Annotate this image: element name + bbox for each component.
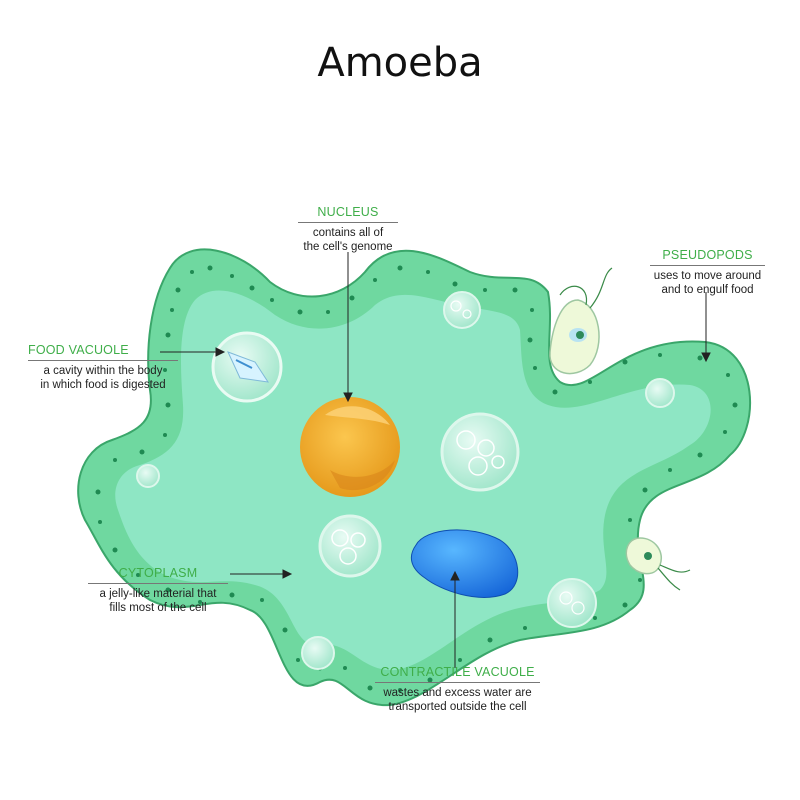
vacuole-right-edge: [645, 378, 675, 408]
label-contractile-vacuole-desc-2: transported outside the cell: [388, 701, 527, 713]
label-nucleus-heading: NUCLEUS: [298, 205, 398, 223]
label-cytoplasm-heading: CYTOPLASM: [88, 566, 228, 584]
label-food-vacuole-desc-1: a cavity within the body: [43, 365, 163, 377]
label-cytoplasm: CYTOPLASM a jelly-like material that fil…: [88, 566, 228, 615]
label-cytoplasm-desc-1: a jelly-like material that: [99, 588, 217, 600]
label-contractile-vacuole-desc-1: wastes and excess water are: [383, 687, 532, 699]
label-pseudopods-desc-1: uses to move around: [653, 270, 762, 282]
page-title: Amoeba: [317, 40, 483, 86]
prey-organism-upper: [549, 267, 613, 375]
label-nucleus: NUCLEUS contains all of the cell's genom…: [298, 205, 398, 254]
label-pseudopods: PSEUDOPODS uses to move around and to en…: [650, 248, 765, 297]
prey-organism-lower: [625, 537, 691, 591]
contractile-vacuole: [410, 529, 519, 598]
label-pseudopods-desc-2: and to engulf food: [661, 284, 754, 296]
label-food-vacuole: FOOD VACUOLE a cavity within the body in…: [28, 343, 178, 392]
label-contractile-vacuole: CONTRACTILE VACUOLE wastes and excess wa…: [375, 665, 540, 714]
label-nucleus-desc-1: contains all of: [312, 227, 384, 239]
food-vacuole: [211, 331, 283, 403]
label-contractile-vacuole-heading: CONTRACTILE VACUOLE: [375, 665, 540, 683]
vacuole-lower-left: [318, 514, 382, 578]
label-pseudopods-heading: PSEUDOPODS: [650, 248, 765, 266]
label-food-vacuole-heading: FOOD VACUOLE: [28, 343, 178, 361]
vacuole-bottom-left: [301, 636, 335, 670]
nucleus: [300, 397, 400, 497]
label-cytoplasm-desc-2: fills most of the cell: [109, 602, 207, 614]
vacuole-bottom-right: [547, 578, 597, 628]
vacuole-large-right: [440, 412, 520, 492]
pointer-lines: [160, 252, 711, 668]
vacuole-left-edge: [136, 464, 160, 488]
label-nucleus-desc-2: the cell's genome: [303, 241, 393, 253]
label-food-vacuole-desc-2: in which food is digested: [40, 379, 166, 391]
vacuole-upper-right: [443, 291, 481, 329]
